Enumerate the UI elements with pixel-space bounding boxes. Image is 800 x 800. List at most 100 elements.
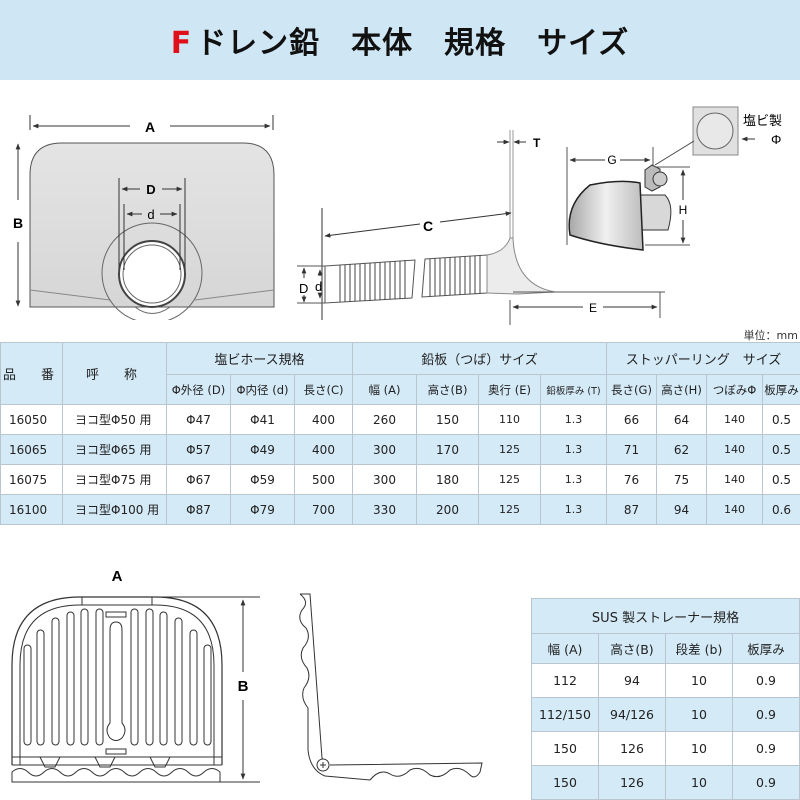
cell-plate-width: 300 xyxy=(352,434,417,465)
cell-ring-bud: 140 xyxy=(706,494,763,525)
header-hose-length: 長さ(C) xyxy=(294,374,353,405)
dim-label-a: A xyxy=(145,119,155,135)
cell-plate-depth: 125 xyxy=(478,464,541,495)
side-view-diagram: T C E D d xyxy=(297,130,665,325)
cell-ring-thickness: 0.5 xyxy=(762,464,800,495)
sus-strainer-table: SUS 製ストレーナー規格 幅 (A) 高さ(B) 段差 (b) 板厚み 112… xyxy=(531,598,800,800)
header-ring-height: 高さ(H) xyxy=(656,374,707,405)
sus-header-thickness: 板厚み xyxy=(732,633,800,664)
header-ring-bud: つぼみΦ xyxy=(706,374,763,405)
cell-hose-length: 500 xyxy=(294,464,353,495)
cell-ring-thickness: 0.5 xyxy=(762,434,800,465)
sus-cell-height: 94 xyxy=(598,663,666,698)
cell-ring-thickness: 0.6 xyxy=(762,494,800,525)
cell-ring-height: 75 xyxy=(656,464,707,495)
cell-hose-length: 400 xyxy=(294,434,353,465)
cell-ring-length: 76 xyxy=(606,464,657,495)
dim-label-c: C xyxy=(423,218,433,234)
strainer-front-diagram: A B xyxy=(11,568,260,783)
cell-plate-height: 200 xyxy=(416,494,479,525)
cell-plate-depth: 125 xyxy=(478,494,541,525)
dim-label-e: E xyxy=(589,301,597,315)
dim-label-d-inner: d xyxy=(147,207,154,222)
table-row: 112 94 10 0.9 xyxy=(531,663,800,698)
sus-table-title: SUS 製ストレーナー規格 xyxy=(531,598,800,634)
cell-plate-height: 150 xyxy=(416,404,479,435)
cell-hose-inner: Φ41 xyxy=(230,404,295,435)
sus-cell-width: 150 xyxy=(531,765,599,800)
header-name: 呼 称 xyxy=(62,342,167,405)
header-part-no: 品 番 xyxy=(0,342,63,405)
sus-cell-step: 10 xyxy=(665,765,733,800)
header-hose-outer: Φ外径 (D) xyxy=(166,374,231,405)
sus-cell-step: 10 xyxy=(665,697,733,732)
sus-cell-width: 150 xyxy=(531,731,599,766)
cell-plate-height: 180 xyxy=(416,464,479,495)
cell-hose-inner: Φ79 xyxy=(230,494,295,525)
phi-label: Φ xyxy=(771,132,781,147)
cell-plate-thickness: 1.3 xyxy=(540,404,607,435)
cell-ring-bud: 140 xyxy=(706,404,763,435)
dim-label-d-outer: D xyxy=(146,182,155,197)
dim-label-d-outer-side: D xyxy=(299,281,308,296)
header-plate-depth: 奥行 (E) xyxy=(478,374,541,405)
strainer-side-diagram xyxy=(299,593,483,781)
header-plate-thickness: 鉛板厚み (T) xyxy=(540,374,607,405)
sus-cell-step: 10 xyxy=(665,663,733,698)
cell-name: ヨコ型Φ75 用 xyxy=(62,464,167,495)
table-row: 16050 ヨコ型Φ50 用 Φ47 Φ41 400 260 150 110 1… xyxy=(0,404,800,435)
cell-name: ヨコ型Φ65 用 xyxy=(62,434,167,465)
cell-name: ヨコ型Φ100 用 xyxy=(62,494,167,525)
header-plate-group: 鉛板（つば）サイズ xyxy=(352,342,607,375)
cell-plate-thickness: 1.3 xyxy=(540,464,607,495)
sus-cell-height: 126 xyxy=(598,731,666,766)
cell-plate-depth: 110 xyxy=(478,404,541,435)
cell-hose-inner: Φ49 xyxy=(230,434,295,465)
table-row: 16075 ヨコ型Φ75 用 Φ67 Φ59 500 300 180 125 1… xyxy=(0,464,800,495)
cell-ring-bud: 140 xyxy=(706,434,763,465)
dim-label-b: B xyxy=(13,215,23,231)
sus-header-width: 幅 (A) xyxy=(531,633,599,664)
dim-label-t: T xyxy=(533,136,541,150)
dim-label-g: G xyxy=(607,153,616,167)
cell-ring-bud: 140 xyxy=(706,464,763,495)
sus-cell-thickness: 0.9 xyxy=(732,765,800,800)
header-plate-height: 高さ(B) xyxy=(416,374,479,405)
cell-hose-length: 700 xyxy=(294,494,353,525)
material-label: 塩ビ製 xyxy=(743,113,782,128)
title-prefix: F xyxy=(170,26,193,61)
sus-cell-width: 112 xyxy=(531,663,599,698)
cell-part-no: 16065 xyxy=(0,434,63,465)
cell-part-no: 16050 xyxy=(0,404,63,435)
table-row: 16100 ヨコ型Φ100 用 Φ87 Φ79 700 330 200 125 … xyxy=(0,494,800,525)
cell-plate-depth: 125 xyxy=(478,434,541,465)
unit-note: 単位：mm xyxy=(743,329,798,342)
cell-ring-height: 64 xyxy=(656,404,707,435)
sus-cell-height: 126 xyxy=(598,765,666,800)
cell-hose-outer: Φ47 xyxy=(166,404,231,435)
cell-ring-thickness: 0.5 xyxy=(762,404,800,435)
dim-label-d-inner-side: d xyxy=(315,279,322,294)
header-ring-length: 長さ(G) xyxy=(606,374,657,405)
front-view-diagram: A B D d xyxy=(13,115,275,320)
cell-part-no: 16075 xyxy=(0,464,63,495)
sus-header-step: 段差 (b) xyxy=(665,633,733,664)
cell-plate-width: 330 xyxy=(352,494,417,525)
title-text: ドレン鉛 本体 規格 サイズ xyxy=(196,26,630,61)
cell-part-no: 16100 xyxy=(0,494,63,525)
sus-cell-thickness: 0.9 xyxy=(732,697,800,732)
table-row: 150 126 10 0.9 xyxy=(531,731,800,766)
header-hose-inner: Φ内径 (d) xyxy=(230,374,295,405)
cell-plate-thickness: 1.3 xyxy=(540,434,607,465)
cell-ring-length: 66 xyxy=(606,404,657,435)
strainer-dim-label-b: B xyxy=(238,678,249,695)
cell-name: ヨコ型Φ50 用 xyxy=(62,404,167,435)
cell-plate-width: 260 xyxy=(352,404,417,435)
cell-hose-outer: Φ67 xyxy=(166,464,231,495)
cell-plate-width: 300 xyxy=(352,464,417,495)
cell-ring-height: 62 xyxy=(656,434,707,465)
cell-ring-length: 71 xyxy=(606,434,657,465)
cell-ring-height: 94 xyxy=(656,494,707,525)
